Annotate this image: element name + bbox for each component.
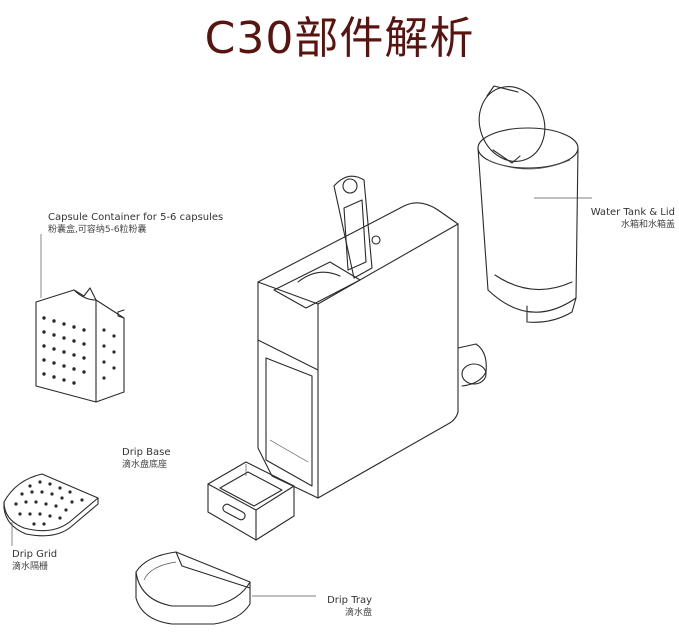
drip-tray-illustration — [135, 551, 251, 625]
drip-grid-illustration — [3, 473, 99, 537]
machine-body-illustration — [257, 175, 487, 499]
drip-tray-label-zh: 滴水盘 — [344, 608, 372, 618]
water-tank-label-en: Water Tank & Lid — [590, 207, 675, 218]
drip-grid-holes — [14, 480, 84, 526]
capsule-container-label-en: Capsule Container for 5-6 capsules — [48, 212, 224, 223]
capsule-container-vent-holes — [42, 316, 116, 385]
drip-grid-label-zh: 滴水隔栅 — [12, 562, 49, 572]
water-tank-label: Water Tank & Lid 水箱和水箱盖 — [591, 207, 675, 231]
capsule-container-illustration — [35, 287, 125, 403]
drip-grid-label: Drip Grid 滴水隔栅 — [12, 549, 57, 573]
drip-base-label-en: Drip Base — [122, 447, 171, 458]
drip-base-illustration — [207, 461, 295, 541]
drip-tray-label: Drip Tray 滴水盘 — [300, 595, 372, 619]
drip-tray-label-en: Drip Tray — [327, 595, 372, 606]
water-tank-illustration — [477, 85, 579, 323]
page-title: C30部件解析 — [204, 13, 475, 64]
water-tank-label-zh: 水箱和水箱盖 — [620, 220, 675, 230]
drip-grid-label-en: Drip Grid — [12, 549, 58, 560]
drip-base-label-zh: 滴水盘底座 — [122, 460, 168, 470]
drip-base-label: Drip Base 滴水盘底座 — [122, 447, 170, 471]
capsule-container-label-zh: 粉囊盒,可容纳5-6粒粉囊 — [48, 225, 147, 235]
capsule-container-label: Capsule Container for 5-6 capsules 粉囊盒,可… — [48, 212, 223, 236]
